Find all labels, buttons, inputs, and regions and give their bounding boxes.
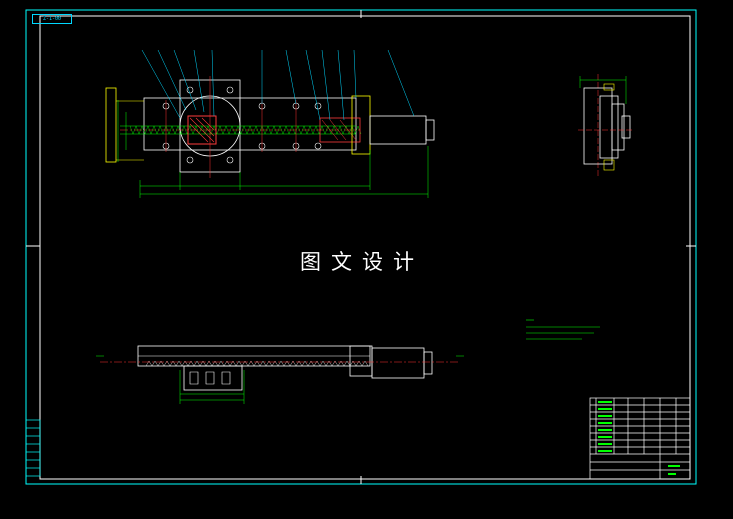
side-view (578, 74, 634, 176)
drawing-number-stamp: Z-1-00 (32, 14, 72, 24)
title-block (589, 397, 691, 480)
watermark-text: 图文设计 (300, 250, 424, 274)
top-view (105, 49, 435, 198)
centering-marks (26, 10, 696, 484)
technical-notes (526, 319, 600, 340)
inner-border (39, 15, 691, 480)
title-block-fills (598, 401, 680, 475)
revision-strip (25, 419, 41, 477)
front-view (96, 345, 464, 404)
